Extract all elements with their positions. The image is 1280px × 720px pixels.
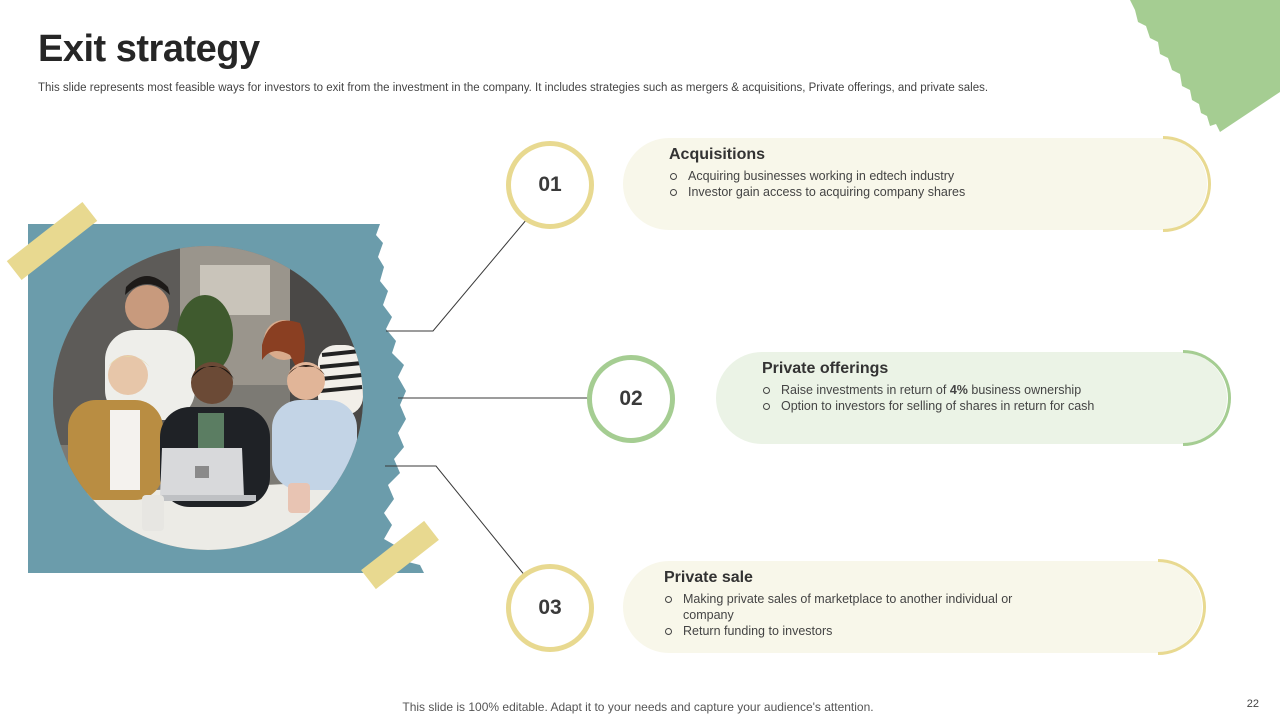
step-bullet: Making private sales of marketplace to a…	[664, 591, 1034, 623]
step-number-02: 02	[587, 355, 675, 443]
footer-note: This slide is 100% editable. Adapt it to…	[0, 700, 1280, 714]
step-card-private-offerings: Private offerings Raise investments in r…	[716, 350, 1231, 446]
step-title: Private offerings	[762, 360, 889, 377]
page-subtitle: This slide represents most feasible ways…	[38, 82, 989, 94]
footer-text: This slide is 100% editable. Adapt it to…	[402, 700, 874, 714]
step-bullet: Return funding to investors	[664, 623, 1034, 639]
page-title: Exit strategy	[38, 28, 260, 70]
step-number-03: 03	[506, 564, 594, 652]
step-bullet: Investor gain access to acquiring compan…	[669, 184, 1167, 200]
step-card-acquisitions: Acquisitions Acquiring businesses workin…	[623, 136, 1211, 232]
team-photo-panel	[6, 201, 439, 590]
step-bullet: Acquiring businesses working in edtech i…	[669, 168, 1167, 184]
step-title: Acquisitions	[669, 146, 766, 163]
step-title: Private sale	[664, 569, 753, 586]
page-number: 22	[1246, 698, 1259, 710]
torn-paper-corner-decoration	[1120, 0, 1280, 136]
step-bullet: Raise investments in return of 4% busine…	[762, 382, 1187, 398]
step-bullet: Option to investors for selling of share…	[762, 398, 1187, 414]
step-card-private-sale: Private sale Making private sales of mar…	[623, 559, 1206, 655]
step-number-01: 01	[506, 141, 594, 229]
